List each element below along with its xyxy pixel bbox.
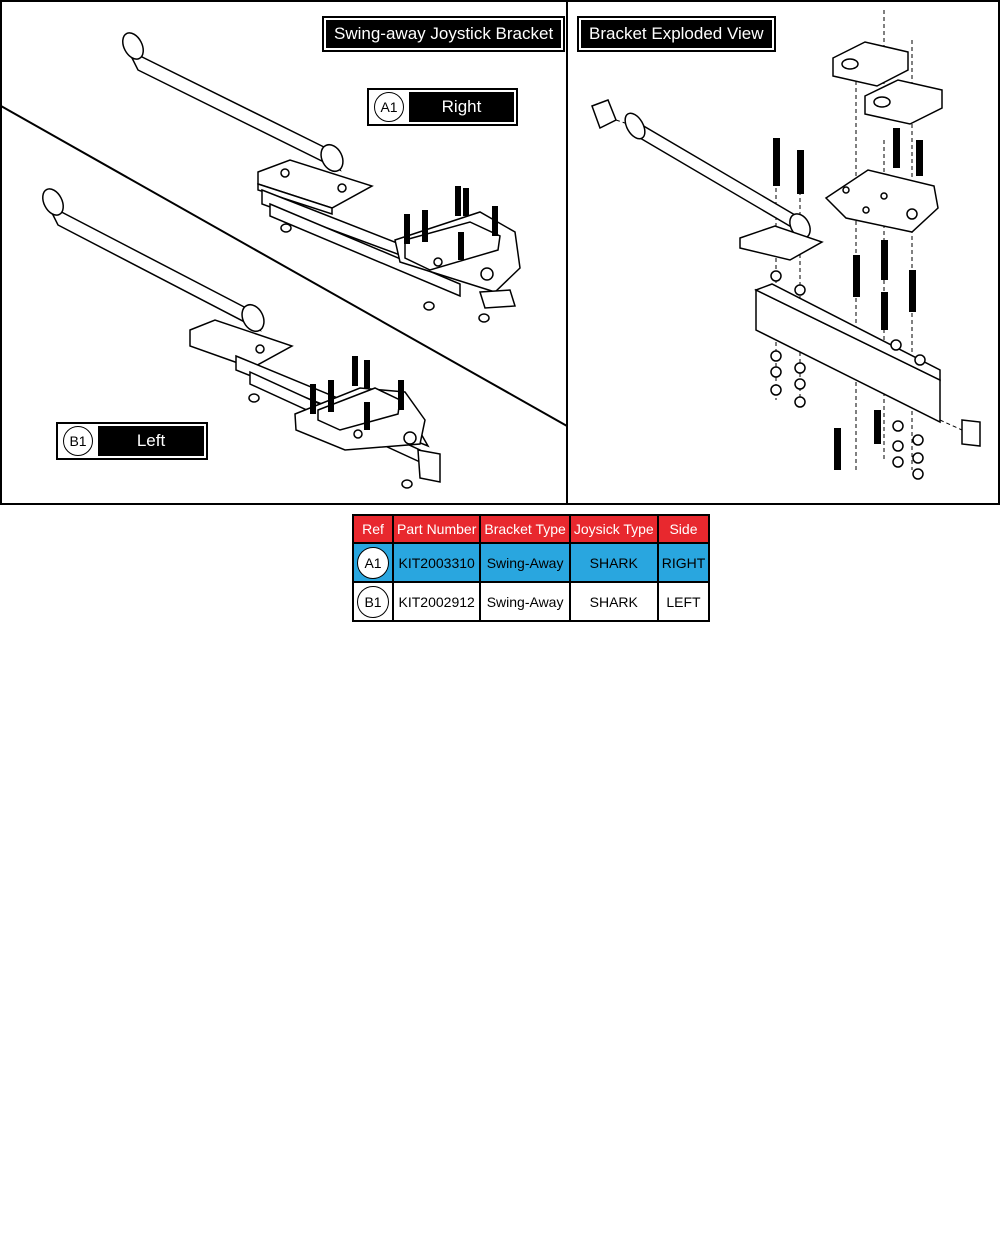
panel-title-exploded-text: Bracket Exploded View	[589, 24, 764, 43]
right-bracket-bolts	[404, 186, 498, 260]
callout-a1: A1 Right	[367, 88, 518, 126]
table-row: B1 KIT2002912 Swing-Away SHARK LEFT	[352, 581, 711, 622]
figure-frame	[0, 0, 1000, 505]
cell-side: LEFT	[656, 581, 711, 622]
callout-a1-ref: A1	[374, 92, 404, 122]
cell-joystick-type: SHARK	[568, 542, 659, 583]
panel-title-assembly-text: Swing-away Joystick Bracket	[334, 24, 554, 43]
callout-b1-ref: B1	[63, 426, 93, 456]
cell-part-number: KIT2003310	[391, 542, 482, 583]
ref-circle: A1	[357, 546, 389, 579]
cell-bracket-type: Swing-Away	[479, 542, 571, 583]
callout-a1-side: Right	[409, 92, 514, 122]
callout-b1-side: Left	[98, 426, 204, 456]
parts-table-header: Ref Part Number Bracket Type Joysick Typ…	[352, 514, 711, 544]
header-bracket-type: Bracket Type	[479, 514, 571, 544]
parts-table: Ref Part Number Bracket Type Joysick Typ…	[352, 514, 711, 622]
cell-side: RIGHT	[656, 542, 711, 583]
diagram-drawing	[0, 0, 1000, 505]
panel-title-assembly: Swing-away Joystick Bracket	[321, 16, 566, 52]
header-side: Side	[656, 514, 711, 544]
header-joystick-type: Joysick Type	[568, 514, 659, 544]
diagonal-divider	[0, 105, 568, 427]
left-bracket-nuts	[248, 393, 413, 489]
cell-joystick-type: SHARK	[568, 581, 659, 622]
cell-ref: B1	[352, 581, 394, 622]
right-bracket-assembly	[122, 32, 521, 309]
panel-title-exploded: Bracket Exploded View	[577, 16, 776, 52]
cell-bracket-type: Swing-Away	[479, 581, 571, 622]
header-part-number: Part Number	[391, 514, 482, 544]
right-bracket-nuts	[280, 223, 490, 323]
ref-circle: B1	[357, 585, 389, 618]
header-ref: Ref	[352, 514, 394, 544]
left-bracket-bolts	[310, 356, 404, 430]
cell-ref: A1	[352, 542, 394, 583]
exploded-parts	[591, 41, 981, 480]
table-row: A1 KIT2003310 Swing-Away SHARK RIGHT	[352, 542, 711, 583]
cell-part-number: KIT2002912	[391, 581, 482, 622]
diagram-figure	[0, 0, 1000, 506]
callout-b1: B1 Left	[56, 422, 208, 460]
exploded-bolts	[773, 128, 923, 470]
